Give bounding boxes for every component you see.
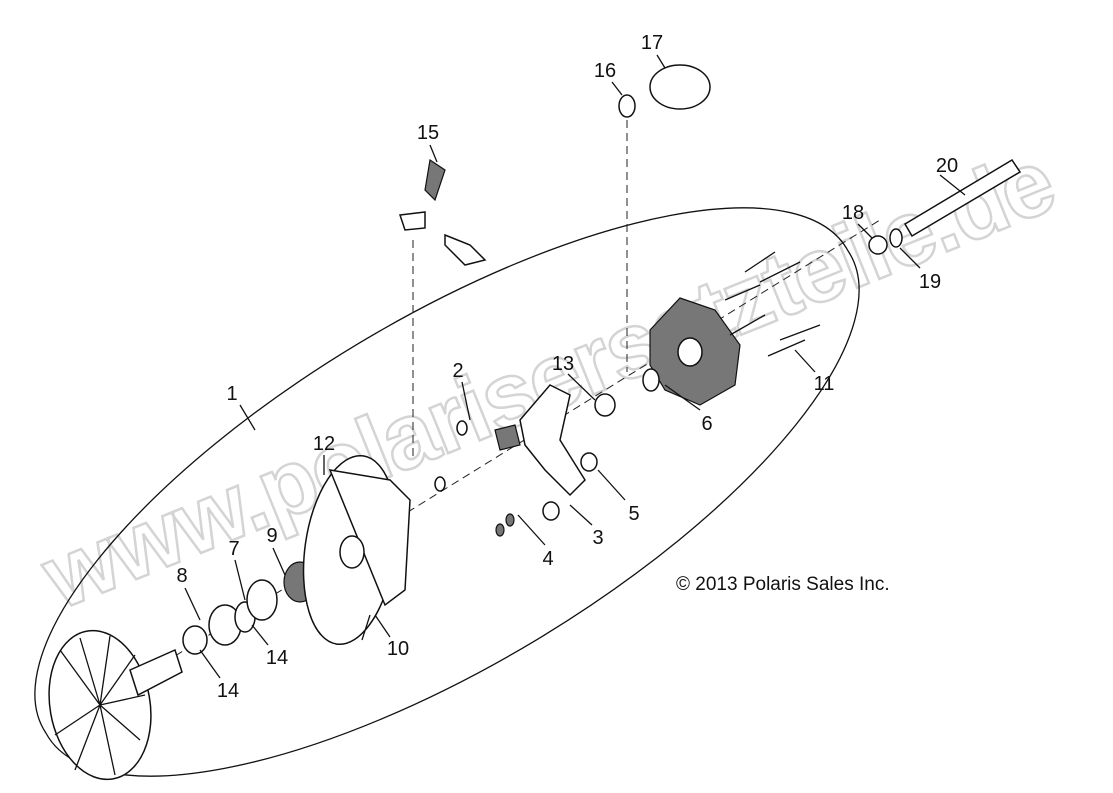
stationary-sheave [302,454,411,646]
spacer-rings [182,561,317,655]
callout-19: 19 [919,271,941,293]
callout-3: 3 [592,527,603,549]
fan-sheave [48,629,183,781]
callout-15: 15 [417,122,439,144]
leader-lines [184,54,966,679]
callout-12: 12 [313,433,335,455]
callout-16: 16 [594,60,616,82]
cover [594,297,741,417]
callout-20: 20 [936,155,958,177]
callout-7: 7 [228,538,239,560]
spider-weights [434,384,598,537]
callout-2: 2 [452,360,463,382]
callout-10: 10 [387,638,409,660]
assembly-outline [34,207,860,777]
callout-17: 17 [641,32,663,54]
callout-6: 6 [701,413,712,435]
callout-4: 4 [542,548,553,570]
callout-8: 8 [176,565,187,587]
callout-labels: 1 2 3 4 5 6 7 8 9 10 11 12 13 14 14 15 1… [176,32,958,702]
callout-18: 18 [842,202,864,224]
callout-9: 9 [266,525,277,547]
shaft-parts [398,64,1022,266]
callout-5: 5 [628,503,639,525]
bolts [724,251,821,357]
callout-14b: 14 [217,680,239,702]
copyright-notice: © 2013 Polaris Sales Inc. [676,574,890,595]
callout-1: 1 [226,383,237,405]
callout-14a: 14 [266,647,288,669]
callout-11: 11 [814,373,835,395]
callout-13: 13 [552,353,574,375]
